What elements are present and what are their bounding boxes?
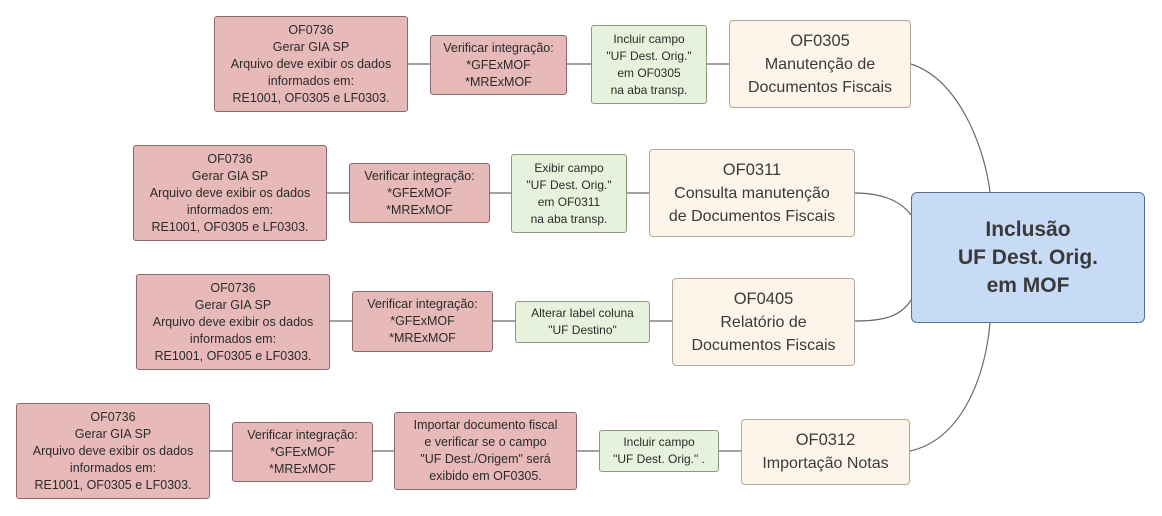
change-node[interactable]: Incluir campo "UF Dest. Orig." . bbox=[599, 430, 719, 472]
change-node-line: na aba transp. bbox=[610, 82, 688, 97]
report-node-line: Gerar GIA SP bbox=[191, 168, 269, 183]
central-topic-line: em MOF bbox=[986, 273, 1070, 297]
integration-check-node[interactable]: Verificar integração: *GFExMOF *MRExMOF bbox=[430, 35, 567, 95]
report-node-line: Arquivo deve exibir os dados bbox=[152, 314, 314, 329]
integration-check-node[interactable]: Verificar integração: *GFExMOF *MRExMOF bbox=[232, 422, 373, 482]
program-node-line: OF0305 bbox=[790, 31, 850, 50]
integration-check-node-line: Verificar integração: bbox=[443, 40, 554, 55]
report-node-line: informados em: bbox=[186, 202, 274, 217]
program-node-line: Consulta manutenção bbox=[674, 184, 830, 202]
program-node-line: OF0405 bbox=[733, 289, 794, 308]
report-node-line: OF0736 bbox=[210, 280, 256, 295]
change-node-line: "UF Dest. Orig." . bbox=[613, 452, 705, 466]
integration-check-node-line: *GFExMOF bbox=[270, 444, 335, 459]
change-node-line: Incluir campo bbox=[623, 435, 695, 449]
integration-check-node-line: *MRExMOF bbox=[269, 461, 336, 476]
change-node-line: "UF Dest. Orig." bbox=[526, 177, 612, 192]
integration-check-node-line: *GFExMOF bbox=[387, 185, 452, 200]
report-node-line: informados em: bbox=[189, 331, 277, 346]
integration-check-node-line: *MRExMOF bbox=[386, 202, 453, 217]
report-node-line: Gerar GIA SP bbox=[74, 426, 152, 441]
integration-check-node-line: *MRExMOF bbox=[389, 331, 456, 345]
change-node-line: Exibir campo bbox=[534, 160, 604, 175]
program-node-line: Documentos Fiscais bbox=[747, 78, 893, 96]
report-node-line: RE1001, OF0305 e LF0303. bbox=[232, 90, 390, 105]
program-node-line: OF0312 bbox=[795, 431, 856, 449]
change-node-line: na aba transp. bbox=[530, 211, 608, 226]
central-topic[interactable]: Inclusão UF Dest. Orig. em MOF bbox=[911, 192, 1145, 323]
program-node-line: Relatório de bbox=[720, 313, 807, 331]
integration-check-node-line: *GFExMOF bbox=[390, 314, 455, 328]
integration-check-node-line: Verificar integração: bbox=[247, 427, 358, 442]
import-node[interactable]: Importar documento fiscal e verificar se … bbox=[394, 412, 577, 490]
report-node-line: Arquivo deve exibir os dados bbox=[149, 185, 311, 200]
program-node-line: Documentos Fiscais bbox=[691, 336, 836, 354]
integration-check-node-line: Verificar integração: bbox=[364, 168, 475, 183]
report-node-line: Arquivo deve exibir os dados bbox=[32, 443, 194, 458]
integration-check-node[interactable]: Verificar integração: *GFExMOF *MRExMOF bbox=[349, 163, 490, 223]
program-node-line: OF0311 bbox=[722, 160, 782, 179]
import-node-line: "UF Dest./Origem" será bbox=[420, 452, 551, 466]
report-node-line: RE1001, OF0305 e LF0303. bbox=[154, 348, 312, 363]
report-node-line: OF0736 bbox=[90, 409, 136, 424]
integration-check-node-line: *MRExMOF bbox=[465, 74, 532, 89]
report-node-line: RE1001, OF0305 e LF0303. bbox=[151, 219, 309, 234]
integration-check-node-line: *GFExMOF bbox=[466, 57, 531, 72]
change-node-line: Incluir campo bbox=[613, 31, 685, 46]
connector-center-of0311 bbox=[854, 192, 912, 216]
program-node-line: Manutenção de bbox=[764, 55, 876, 73]
import-node-line: e verificar se o campo bbox=[424, 435, 547, 449]
report-node-line: OF0736 bbox=[288, 22, 334, 37]
import-node-line: Importar documento fiscal bbox=[413, 418, 558, 432]
report-node-line: informados em: bbox=[69, 460, 157, 475]
report-node-line: Gerar GIA SP bbox=[272, 39, 350, 54]
connector-center-of0312 bbox=[909, 322, 991, 452]
connector-center-of0305 bbox=[910, 63, 991, 193]
central-topic-line: Inclusão bbox=[985, 217, 1071, 241]
change-node-line: Alterar label coluna bbox=[531, 306, 634, 320]
change-node-line: "UF Dest. Orig." bbox=[606, 48, 692, 63]
report-node-line: Arquivo deve exibir os dados bbox=[230, 56, 392, 71]
central-topic-line: UF Dest. Orig. bbox=[957, 245, 1099, 269]
integration-check-node[interactable]: Verificar integração: *GFExMOF *MRExMOF bbox=[352, 291, 493, 352]
report-node-line: informados em: bbox=[267, 73, 355, 88]
connector-center-of0405 bbox=[854, 299, 912, 322]
change-node[interactable]: Alterar label coluna "UF Destino" bbox=[515, 301, 650, 343]
change-node-line: em OF0311 bbox=[537, 194, 601, 209]
change-node[interactable]: Incluir campo "UF Dest. Orig." em OF0305 na… bbox=[591, 25, 707, 104]
change-node-line: "UF Destino" bbox=[548, 323, 617, 337]
report-node-line: Gerar GIA SP bbox=[194, 297, 272, 312]
change-node[interactable]: Exibir campo "UF Dest. Orig." em OF0311 na … bbox=[511, 154, 627, 233]
import-node-line: exibido em OF0305. bbox=[429, 469, 542, 483]
integration-check-node-line: Verificar integração: bbox=[367, 297, 478, 311]
report-node-line: OF0736 bbox=[207, 151, 253, 166]
program-node-line: Importação Notas bbox=[762, 455, 889, 472]
change-node-line: em OF0305 bbox=[617, 65, 681, 80]
program-node-line: de Documentos Fiscais bbox=[668, 207, 836, 225]
report-node-line: RE1001, OF0305 e LF0303. bbox=[34, 477, 192, 492]
